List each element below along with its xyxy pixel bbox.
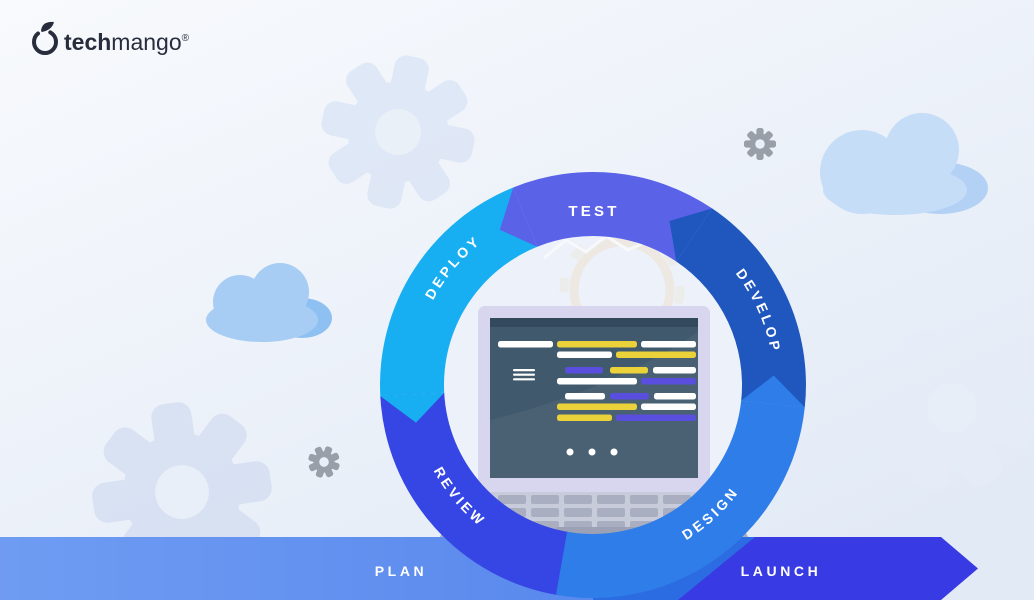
segment-develop: [676, 208, 806, 408]
cloud-icon-left: [206, 263, 332, 342]
segment-deploy-arrowhead: [380, 392, 445, 423]
code-token: [610, 393, 649, 400]
segment-test-arrowhead: [499, 187, 538, 247]
sdlc-ring: TEST DEVELOP DESIGN REVIEW DEPLOY: [380, 171, 806, 599]
test-label: TEST: [568, 203, 619, 220]
plan-label: PLAN: [375, 563, 428, 579]
gear-teeth-decoration: [559, 227, 685, 353]
code-token: [557, 403, 637, 410]
mango-logo-icon: [32, 21, 58, 55]
code-token: [498, 341, 553, 348]
code-token: [565, 367, 603, 374]
code-token: [654, 393, 696, 400]
code-token: [557, 378, 637, 385]
logo-text-light: mango: [111, 29, 181, 55]
code-token: [610, 367, 648, 374]
code-token: [653, 367, 696, 374]
cloud-icon-right: [820, 113, 988, 215]
segment-deploy: [380, 187, 538, 397]
gear-icon-small-top-right: [744, 128, 776, 160]
segment-test: [513, 171, 713, 262]
segment-design-arrowhead: [741, 375, 805, 408]
code-token: [641, 341, 696, 348]
registered-mark: ®: [182, 33, 190, 44]
segment-review: [380, 392, 570, 596]
code-token: [616, 351, 696, 358]
laptop-screen-titlebar: [490, 318, 698, 327]
code-token: [641, 378, 696, 385]
logo-wordmark: techmango®: [64, 29, 190, 55]
code-lines: [498, 341, 696, 421]
code-token: [641, 403, 696, 410]
launch-arrow: [678, 537, 978, 600]
logo-text-bold: tech: [64, 29, 111, 55]
code-token: [557, 351, 612, 358]
ellipsis-icon: [566, 448, 618, 456]
techmango-logo: techmango®: [32, 21, 190, 55]
code-token: [557, 341, 637, 348]
zigzag-decoration: [543, 234, 651, 260]
code-token: [616, 414, 696, 421]
segment-design: [556, 400, 805, 599]
code-token: [565, 393, 605, 400]
menu-icon: [513, 369, 535, 381]
segment-develop-arrowhead: [669, 208, 713, 262]
launch-label: LAUNCH: [741, 563, 822, 579]
code-token: [557, 414, 612, 421]
